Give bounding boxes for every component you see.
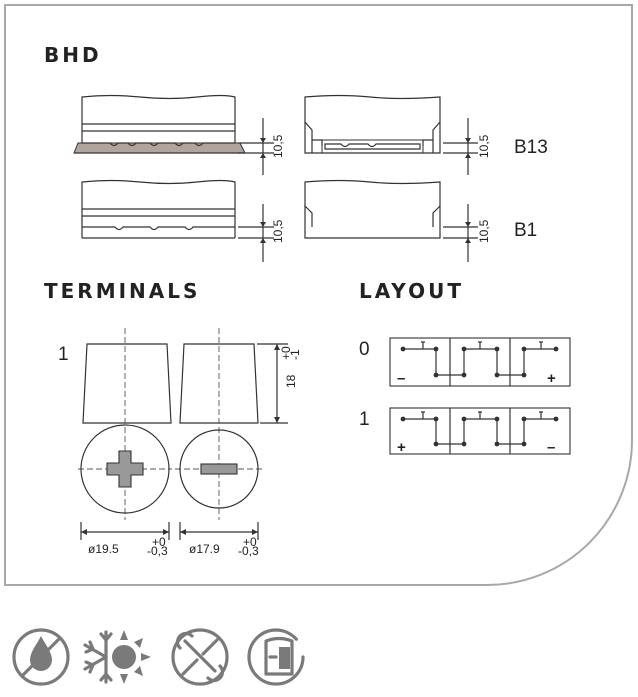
terminal-positive-diameter-dim	[80, 522, 170, 540]
bhd-b1-dimension	[238, 204, 478, 262]
terminal-negative-top	[175, 429, 265, 509]
layout-0-diagram	[389, 337, 571, 387]
bhd-b1-code: B1	[514, 220, 537, 241]
bhd-b1-front-view	[304, 179, 441, 239]
terminal-height-tol-upper: +0	[279, 346, 293, 360]
terminal-negative-tol-upper: +0	[243, 535, 257, 549]
bhd-b13-front-view	[304, 94, 441, 154]
terminals-heading: TERMINALS	[44, 279, 200, 303]
terminal-height-tol-lower: -1	[288, 349, 302, 360]
bhd-b1-dim-left: 10,5	[271, 219, 285, 243]
bhd-heading: BHD	[44, 43, 102, 67]
terminal-positive-tol-lower: -0,3	[147, 544, 168, 558]
all-season-icon	[83, 630, 151, 684]
terminal-positive-top	[78, 424, 172, 514]
layout-1-left-sign: +	[397, 439, 406, 456]
bhd-b13-dimension	[238, 118, 478, 175]
no-maintenance-icon	[12, 628, 70, 686]
layout-0-left-sign: –	[397, 370, 405, 387]
layout-heading: LAYOUT	[359, 279, 464, 303]
terminal-positive-tol-upper: +0	[152, 535, 166, 549]
layout-1-diagram	[389, 407, 571, 455]
terminal-negative-profile	[179, 328, 259, 520]
terminal-positive-profile	[82, 328, 172, 520]
terminal-negative-diameter-dim	[179, 522, 259, 540]
bhd-b1-side-view	[81, 179, 236, 239]
vehicle-door-icon	[247, 628, 305, 686]
bhd-b13-dim-right: 10,5	[477, 134, 491, 158]
layout-1-label: 1	[359, 409, 370, 430]
terminal-height-dimension	[257, 343, 288, 424]
layout-1-right-sign: –	[547, 439, 555, 456]
bhd-b13-side-view	[73, 94, 246, 154]
layout-0-label: 0	[359, 339, 370, 360]
bhd-b13-dim-left: 10,5	[271, 134, 285, 158]
no-tools-icon	[171, 628, 229, 686]
terminal-height-value: 18	[284, 374, 298, 388]
bhd-b1-dim-right: 10,5	[477, 219, 491, 243]
terminal-negative-tol-lower: -0,3	[238, 544, 259, 558]
layout-0-right-sign: +	[547, 370, 556, 387]
terminals-label: 1	[58, 344, 69, 365]
terminal-positive-diameter: ø19.5	[88, 542, 119, 556]
terminal-negative-diameter: ø17.9	[189, 542, 220, 556]
spec-frame	[4, 4, 633, 586]
bhd-b13-code: B13	[514, 137, 548, 158]
